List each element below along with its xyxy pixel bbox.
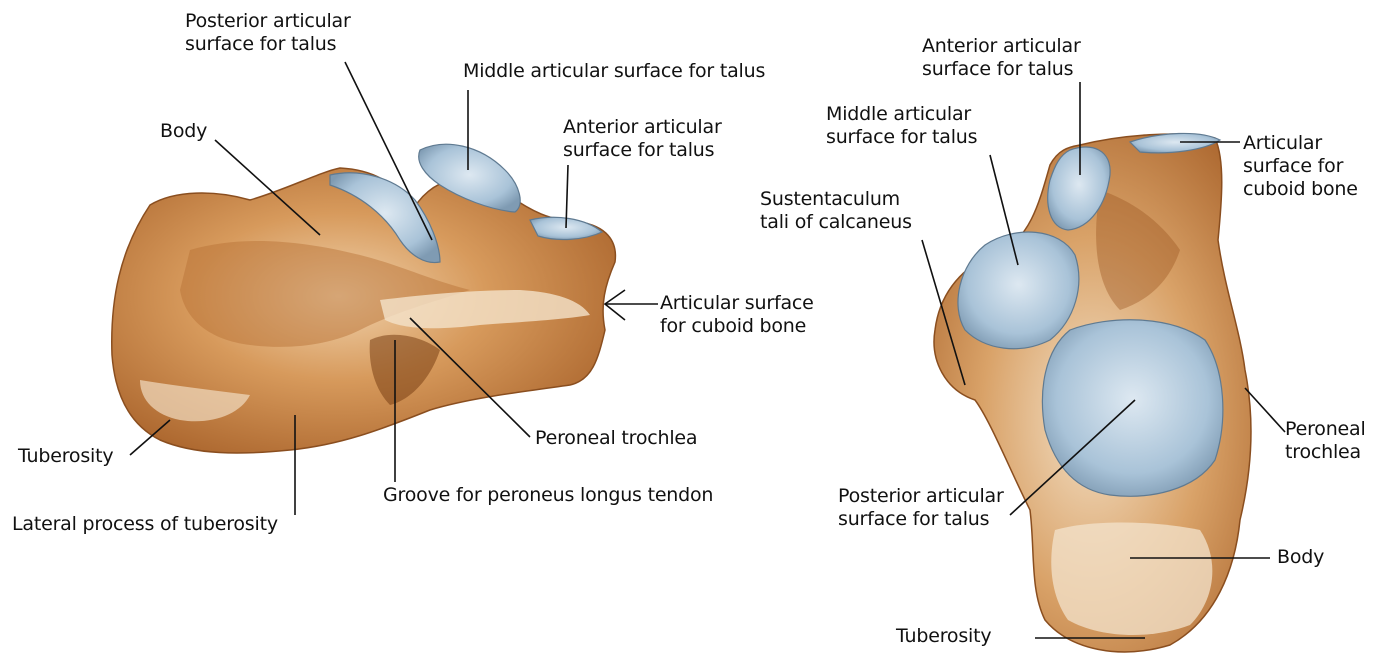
label-anterior-articular-right: Anterior articular surface for talus <box>922 35 1081 81</box>
lateral-view-bone <box>112 144 616 453</box>
label-line: surface for talus <box>922 58 1081 81</box>
label-lateral-process-left: Lateral process of tuberosity <box>12 513 278 536</box>
label-line: Groove for peroneus longus tendon <box>383 484 713 507</box>
label-groove-left: Groove for peroneus longus tendon <box>383 484 713 507</box>
label-line: tali of calcaneus <box>760 211 912 234</box>
label-body-left: Body <box>160 120 207 143</box>
label-tuberosity-right: Tuberosity <box>896 625 991 648</box>
label-line: Body <box>160 120 207 143</box>
label-peroneal-trochlea-left: Peroneal trochlea <box>535 427 697 450</box>
label-line: Tuberosity <box>896 625 991 648</box>
superior-view-bone <box>934 133 1251 651</box>
label-line: Articular <box>1243 132 1358 155</box>
label-line: Posterior articular <box>185 10 351 33</box>
label-line: surface for talus <box>826 126 977 149</box>
label-tuberosity-left: Tuberosity <box>18 445 113 468</box>
label-posterior-articular-right: Posterior articular surface for talus <box>838 485 1004 531</box>
label-articular-cuboid-left: Articular surface for cuboid bone <box>660 292 814 338</box>
label-line: surface for talus <box>563 139 722 162</box>
label-middle-articular-left: Middle articular surface for talus <box>463 60 765 83</box>
label-line: Anterior articular <box>563 116 722 139</box>
label-line: Peroneal trochlea <box>535 427 697 450</box>
label-articular-cuboid-right: Articular surface for cuboid bone <box>1243 132 1358 201</box>
label-line: surface for <box>1243 155 1358 178</box>
label-line: Sustentaculum <box>760 188 912 211</box>
label-line: surface for talus <box>838 508 1004 531</box>
label-line: cuboid bone <box>1243 178 1358 201</box>
label-line: Peroneal <box>1285 418 1366 441</box>
label-line: Lateral process of tuberosity <box>12 513 278 536</box>
label-line: Anterior articular <box>922 35 1081 58</box>
label-line: surface for talus <box>185 33 351 56</box>
label-line: Articular surface <box>660 292 814 315</box>
label-peroneal-trochlea-right: Peroneal trochlea <box>1285 418 1366 464</box>
label-sustentaculum-right: Sustentaculum tali of calcaneus <box>760 188 912 234</box>
label-line: Middle articular <box>826 103 977 126</box>
label-line: for cuboid bone <box>660 315 814 338</box>
leader-cuboid-arrowhead-left <box>605 290 625 320</box>
label-anterior-articular-left: Anterior articular surface for talus <box>563 116 722 162</box>
superior-posterior-facet <box>1042 320 1222 496</box>
label-line: Tuberosity <box>18 445 113 468</box>
label-posterior-articular-left: Posterior articular surface for talus <box>185 10 351 56</box>
label-body-right: Body <box>1277 546 1324 569</box>
label-line: Body <box>1277 546 1324 569</box>
label-line: Middle articular surface for talus <box>463 60 765 83</box>
label-middle-articular-right: Middle articular surface for talus <box>826 103 977 149</box>
label-line: Posterior articular <box>838 485 1004 508</box>
label-line: trochlea <box>1285 441 1366 464</box>
superior-bone-lower-highlight <box>1051 523 1212 636</box>
